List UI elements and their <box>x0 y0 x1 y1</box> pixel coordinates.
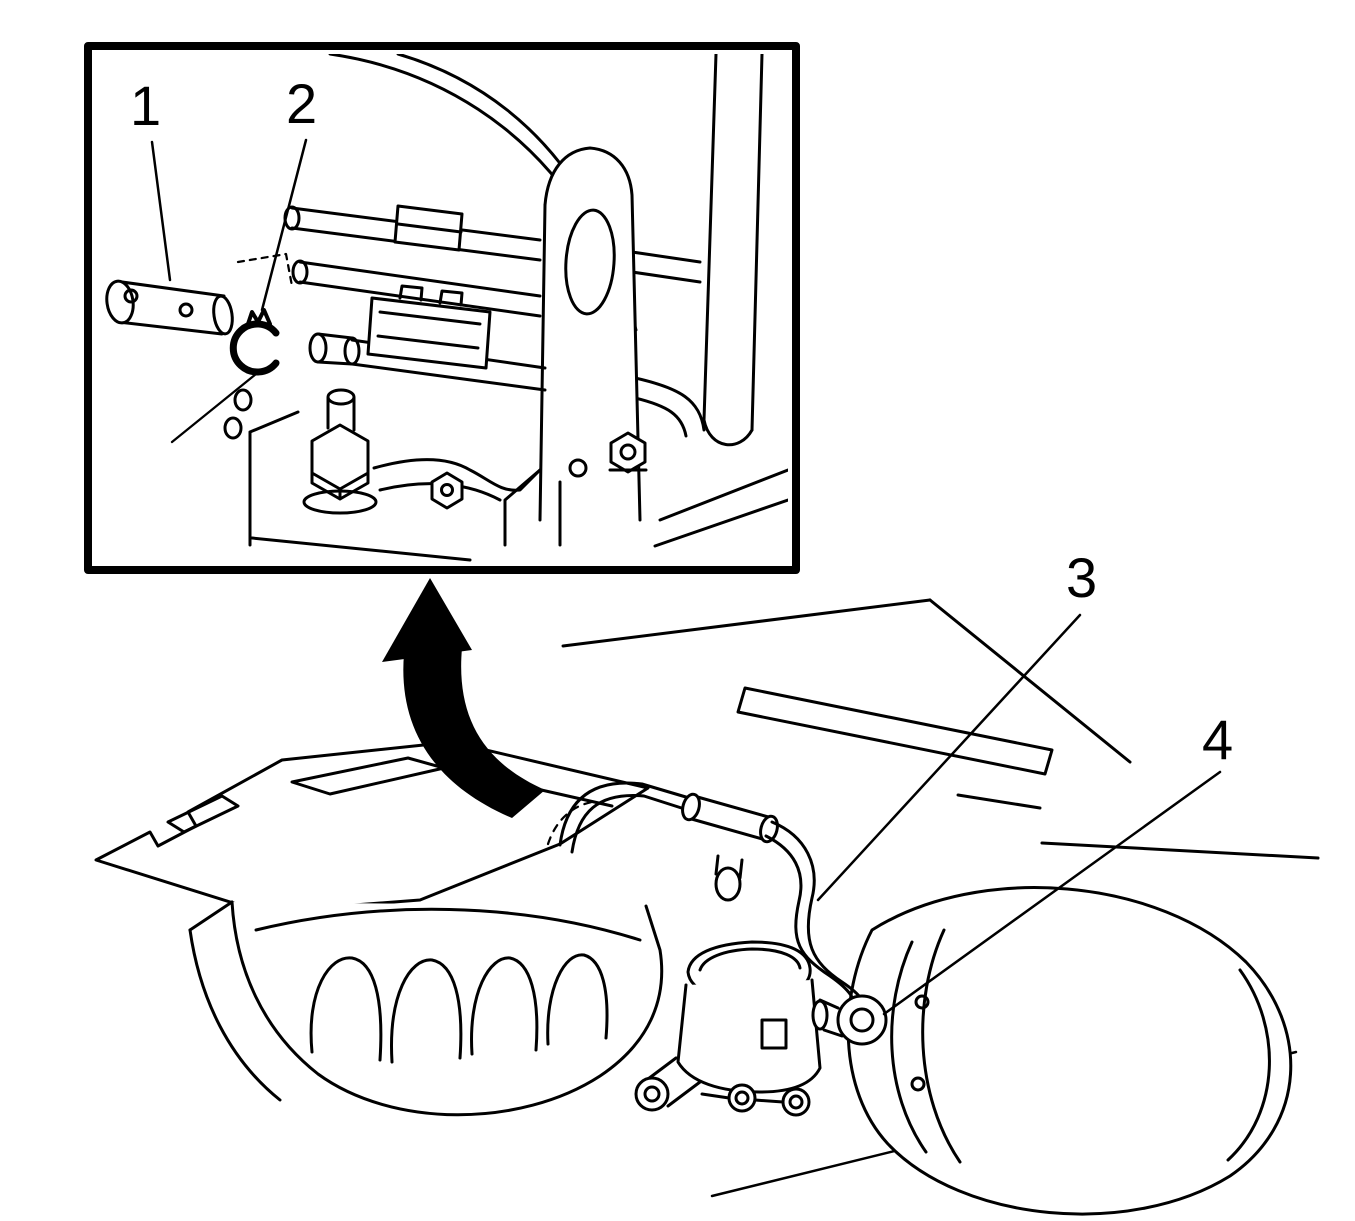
stud-and-nut <box>248 388 542 562</box>
intake-manifold <box>188 900 664 1117</box>
connector-block <box>366 284 492 370</box>
callout-label-4: 4 <box>1202 708 1234 771</box>
inset-pointer-arrow <box>382 578 545 818</box>
bracket-bolt <box>568 431 648 478</box>
callout-4-leader <box>882 770 1222 1016</box>
hose-fitting <box>236 252 361 366</box>
mount-bracket <box>503 146 642 547</box>
master-cylinder <box>634 940 822 1117</box>
callout-3-leader <box>816 613 1082 902</box>
cowl-panel <box>561 598 1320 860</box>
brake-booster <box>846 886 1293 1216</box>
callout-1-leader <box>150 140 172 282</box>
bracket-holes <box>170 372 258 444</box>
pin-sleeve <box>105 279 234 336</box>
callout-label-3: 3 <box>1066 546 1098 609</box>
inset-detail-view <box>105 54 788 562</box>
callout-label-1: 1 <box>130 74 162 137</box>
callout-2-leader <box>260 138 308 312</box>
frame-member <box>653 54 788 548</box>
retaining-clip <box>229 308 280 376</box>
callout-label-2: 2 <box>286 72 318 135</box>
booster-check-valve <box>811 994 888 1046</box>
main-view <box>94 578 1320 1216</box>
